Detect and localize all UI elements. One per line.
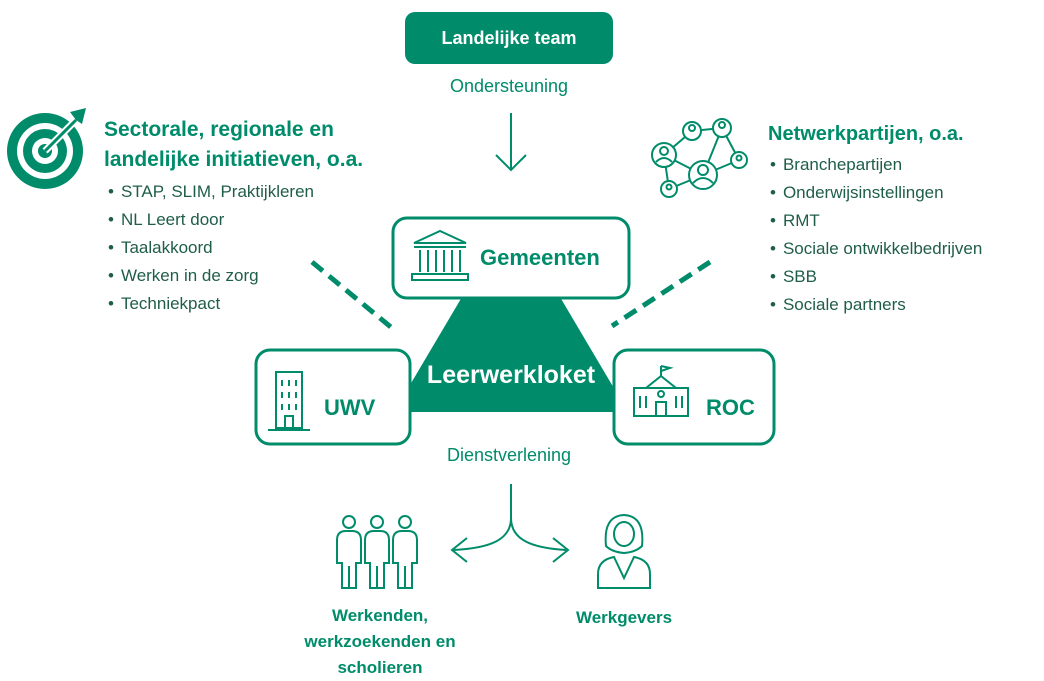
office-building-icon — [268, 371, 310, 431]
list-item: NL Leert door — [108, 206, 314, 234]
people-group-icon — [336, 515, 418, 589]
right-panel-list: Branchepartijen Onderwijsinstellingen RM… — [770, 151, 982, 319]
uwv-box — [254, 348, 412, 446]
right-panel-title: Netwerkpartijen, o.a. — [768, 123, 964, 145]
landelijke-team-label: Landelijke team — [441, 28, 577, 48]
service-split-arrow — [450, 484, 570, 563]
gemeenten-label: Gemeenten — [480, 245, 600, 270]
workers-label-line3: scholieren — [337, 658, 423, 677]
school-icon — [633, 365, 689, 417]
list-item: Sociale ontwikkelbedrijven — [770, 235, 982, 263]
roc-label: ROC — [706, 395, 755, 420]
workers-label-line1: Werkenden, — [331, 606, 429, 625]
support-label: Ondersteuning — [449, 76, 569, 96]
network-icon — [651, 118, 748, 198]
roc-box — [612, 348, 776, 446]
left-dashed-connector — [310, 260, 394, 330]
landelijke-team-box — [405, 12, 613, 64]
list-item: Techniekpact — [108, 290, 314, 318]
list-item: SBB — [770, 263, 982, 291]
gemeenten-box — [391, 216, 631, 300]
support-arrow — [495, 113, 527, 172]
list-item: Branchepartijen — [770, 151, 982, 179]
target-icon — [7, 108, 86, 189]
uwv-label: UWV — [324, 395, 376, 420]
list-item: STAP, SLIM, Praktijkleren — [108, 178, 314, 206]
left-panel-title-line2: landelijke initiatieven, o.a. — [104, 148, 364, 171]
employer-person-icon — [597, 513, 651, 589]
right-dashed-connector — [610, 259, 712, 329]
employer-label: Werkgevers — [575, 608, 673, 627]
list-item: Werken in de zorg — [108, 262, 314, 290]
list-item: Onderwijsinstellingen — [770, 179, 982, 207]
left-panel-title-line1: Sectorale, regionale en — [104, 118, 334, 141]
list-item: Sociale partners — [770, 291, 982, 319]
list-item: RMT — [770, 207, 982, 235]
leerwerkloket-label: Leerwerkloket — [426, 361, 596, 389]
service-label: Dienstverlening — [446, 445, 572, 465]
list-item: Taalakkoord — [108, 234, 314, 262]
government-building-icon — [411, 229, 469, 281]
left-panel-list: STAP, SLIM, Praktijkleren NL Leert door … — [108, 178, 314, 318]
leerwerkloket-hub-shape — [394, 297, 628, 412]
workers-label-line2: werkzoekenden en — [304, 632, 456, 651]
